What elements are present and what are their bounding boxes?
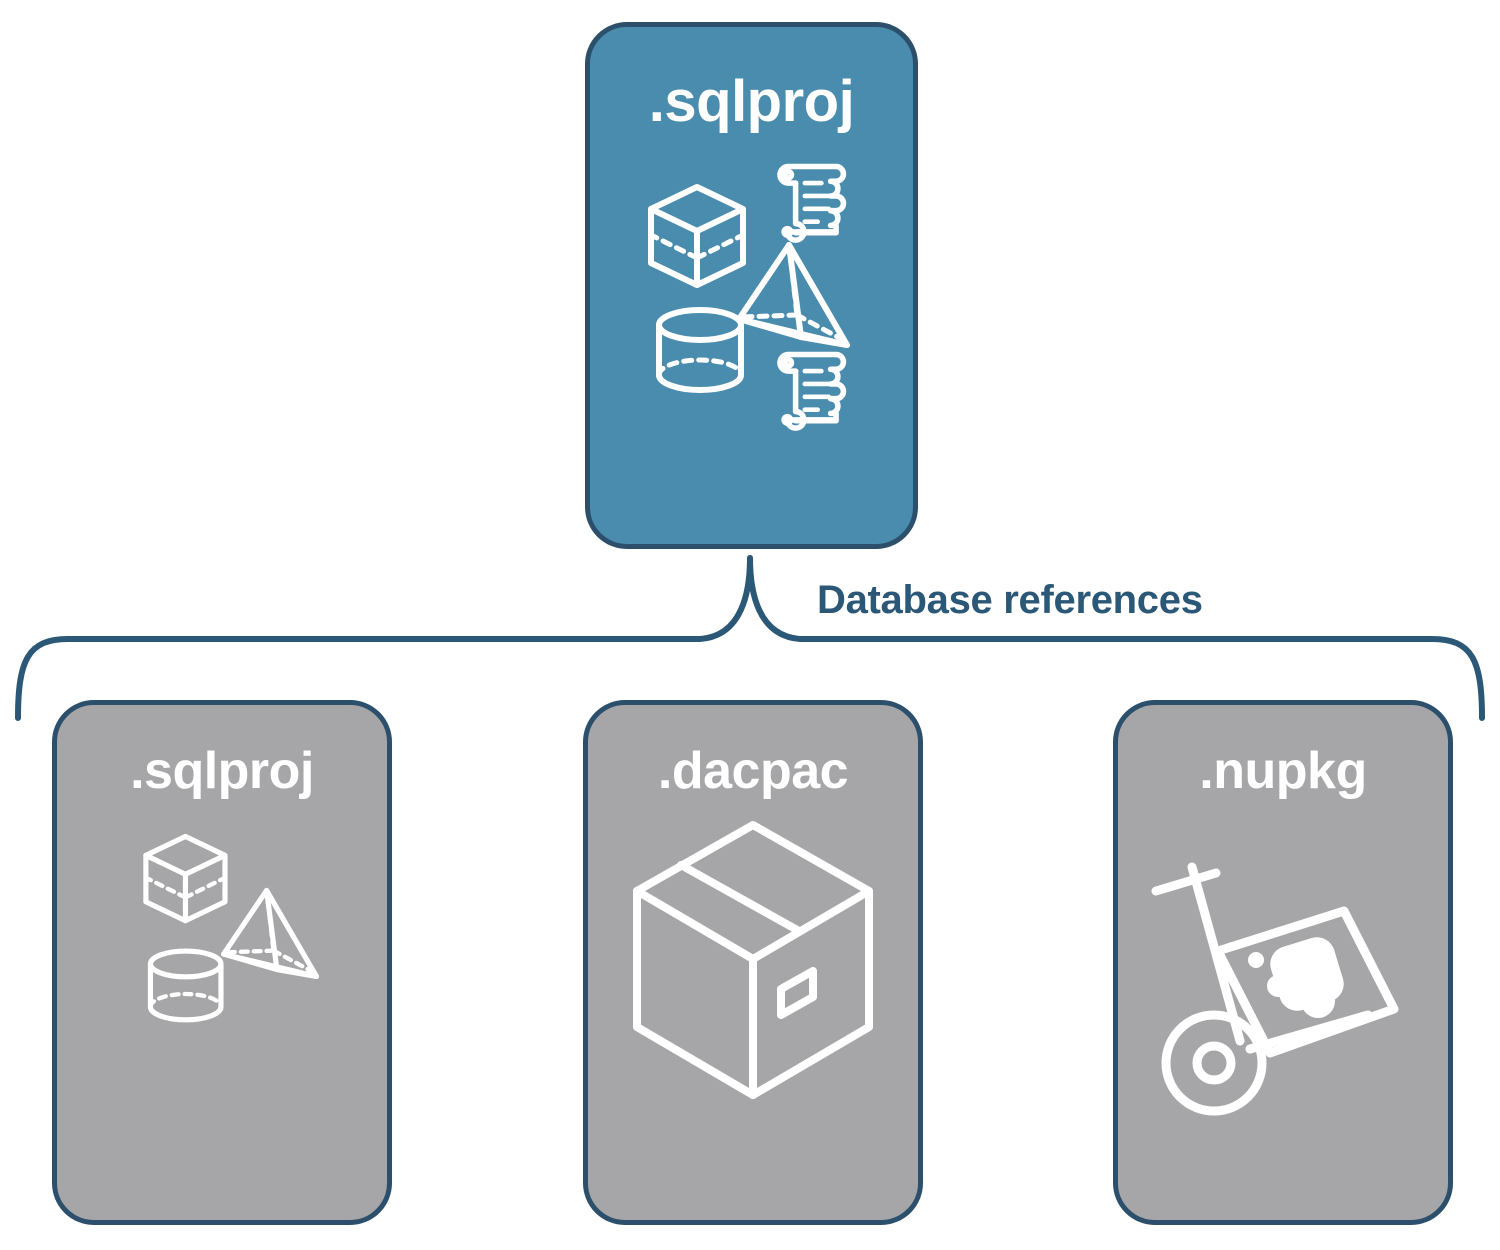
card-dacpac-title: .dacpac	[657, 742, 849, 800]
wireframe-pyramid-icon	[735, 242, 850, 348]
card-reference-sqlproj[interactable]: .sqlproj	[52, 700, 392, 1225]
wireframe-cube-icon	[143, 833, 228, 924]
card-reference-nupkg[interactable]: .nupkg	[1113, 700, 1453, 1225]
card-root-title: .sqlproj	[648, 69, 855, 134]
card-sqlproj-title: .sqlproj	[130, 742, 314, 800]
root-icon-group	[647, 163, 850, 431]
nuget-package-icon	[1213, 906, 1399, 1058]
scroll-script-icon-top	[776, 163, 846, 243]
wireframe-pyramid-icon	[221, 887, 320, 980]
card-dacpac-artwork	[588, 797, 918, 1220]
card-root-sqlproj[interactable]: .sqlproj	[585, 22, 918, 549]
shipping-box-icon	[633, 821, 873, 1099]
wireframe-cylinder-icon	[655, 307, 744, 393]
dacpac-icon-group	[633, 821, 873, 1099]
sqlproj-icon-group	[143, 833, 320, 1023]
brace-label-database-references: Database references	[817, 578, 1203, 622]
card-nupkg-artwork	[1118, 797, 1448, 1220]
nupkg-icon-group	[1151, 862, 1399, 1116]
card-sqlproj-artwork	[57, 797, 387, 1220]
wireframe-cylinder-icon	[147, 948, 224, 1023]
card-reference-dacpac[interactable]: .dacpac	[583, 700, 923, 1225]
wireframe-cube-icon	[647, 184, 746, 288]
card-root-artwork	[590, 131, 913, 544]
card-nupkg-title: .nupkg	[1199, 742, 1367, 800]
scroll-script-icon-bottom	[776, 351, 846, 431]
